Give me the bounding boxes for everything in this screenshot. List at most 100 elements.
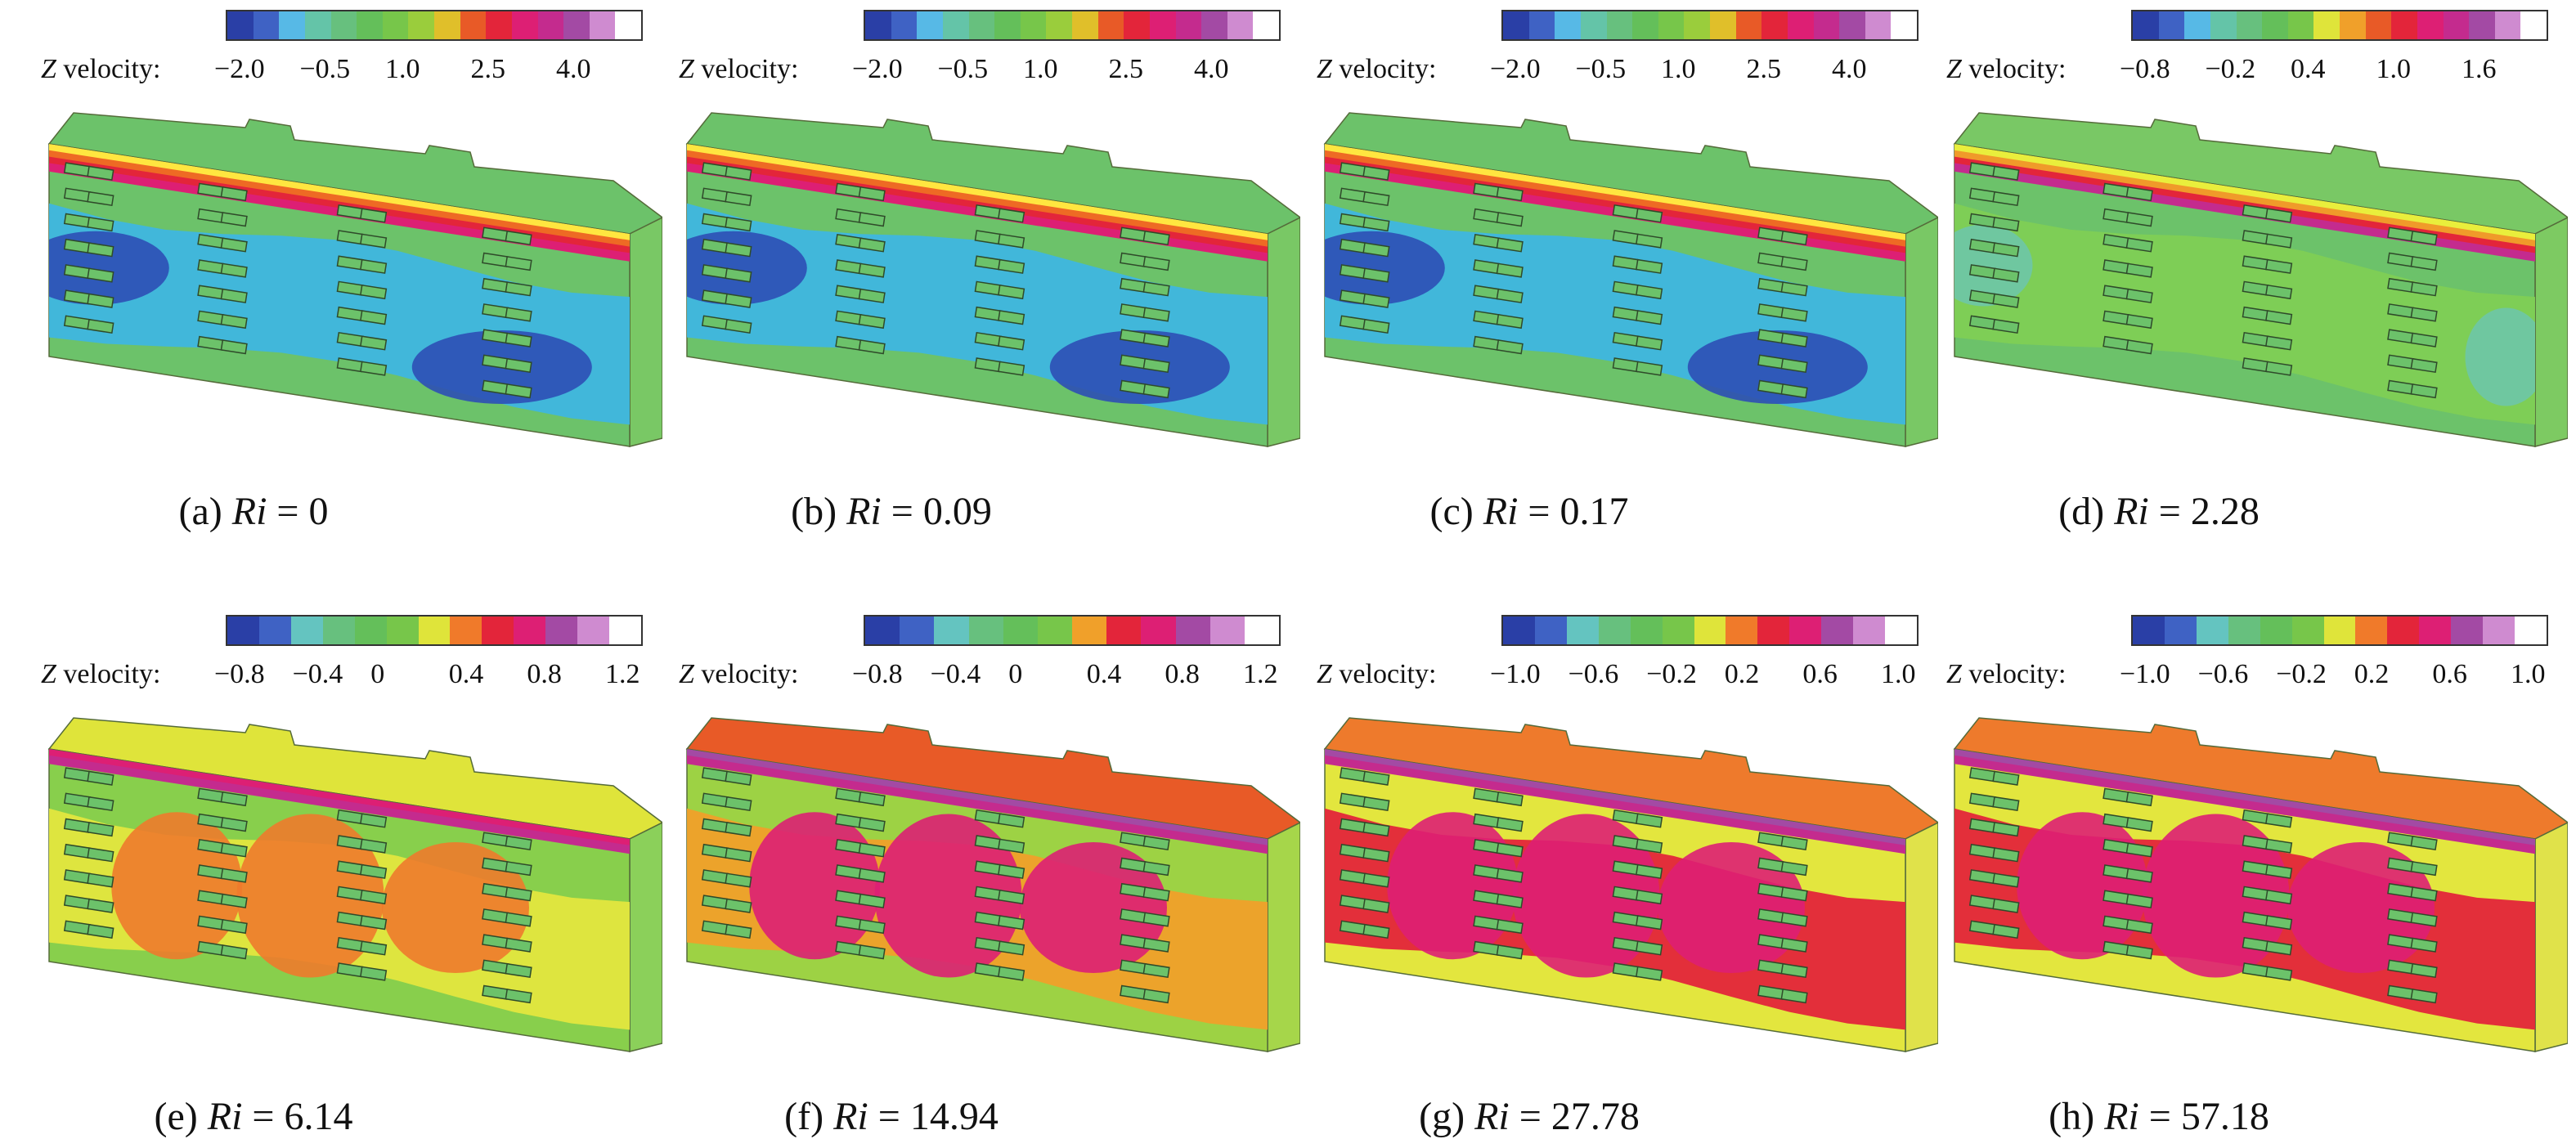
colorbar-tick-label: −0.4 — [930, 659, 981, 689]
colorbar-tick-label: −1.0 — [1490, 659, 1541, 689]
colorbar-tick-label: −0.2 — [2205, 54, 2256, 84]
colorbar-swatch — [1566, 617, 1599, 644]
window — [360, 889, 388, 905]
colorbar-swatch — [1534, 617, 1567, 644]
window — [2265, 940, 2293, 956]
window — [87, 847, 114, 863]
window — [858, 237, 886, 253]
window — [505, 281, 532, 297]
window — [2125, 944, 2153, 960]
legend-label-text: velocity: — [693, 54, 799, 84]
colorbar-tick-label: −0.2 — [2276, 659, 2327, 689]
window — [505, 937, 532, 953]
window — [2265, 208, 2293, 223]
colorbar-swatch — [279, 11, 305, 39]
colorbar-swatch — [1003, 617, 1038, 644]
colorbar-swatch — [1503, 617, 1535, 644]
window — [220, 262, 248, 278]
window — [220, 212, 248, 227]
window — [505, 886, 532, 902]
window — [998, 940, 1025, 956]
window — [2410, 989, 2438, 1004]
colorbar-tick-label: 0.4 — [2291, 54, 2326, 84]
window — [1142, 230, 1170, 246]
colorbar-swatch — [577, 617, 610, 644]
window — [2265, 233, 2293, 249]
window — [1992, 898, 2020, 913]
window — [360, 284, 388, 300]
colorbar-swatch — [1175, 617, 1210, 644]
window — [360, 258, 388, 274]
colorbar-swatch — [2451, 617, 2484, 644]
window — [725, 165, 752, 181]
legend-label-variable: Z — [41, 54, 56, 84]
colorbar-swatch — [2262, 11, 2288, 39]
window — [1362, 242, 1390, 258]
window — [220, 339, 248, 355]
colorbar-swatch — [1853, 617, 1886, 644]
legend-label: Z velocity: — [41, 659, 160, 690]
colorbar-swatch — [934, 617, 969, 644]
colorbar-tick-label: 0.8 — [527, 659, 562, 689]
colorbar-swatch — [357, 11, 383, 39]
building-side — [1905, 822, 1938, 1052]
colorbar-swatch — [1789, 617, 1822, 644]
window — [1142, 281, 1170, 297]
window — [2265, 889, 2293, 905]
legend-label-variable: Z — [1317, 54, 1332, 84]
building-side — [2534, 217, 2568, 447]
window — [1780, 989, 1808, 1004]
window — [1636, 233, 1663, 249]
window — [1142, 861, 1170, 877]
window — [2410, 307, 2438, 322]
window — [1636, 940, 1663, 956]
window — [858, 339, 886, 355]
window — [725, 217, 752, 232]
colorbar-swatch — [563, 11, 590, 39]
window — [220, 288, 248, 303]
window — [2410, 912, 2438, 927]
colorbar-tick-label: 0.8 — [1165, 659, 1200, 689]
caption-variable: Ri — [231, 490, 267, 533]
colorbar-swatch — [1891, 11, 1917, 39]
colorbar-swatch — [227, 617, 259, 644]
building-roof — [47, 717, 662, 840]
window — [1362, 165, 1390, 181]
colorbar-swatch — [2494, 11, 2521, 39]
window — [1496, 186, 1524, 202]
panel-caption: (c) Ri = 0.17 — [1317, 489, 1742, 534]
window — [87, 217, 114, 232]
window — [1780, 281, 1808, 297]
window — [220, 237, 248, 253]
window — [1780, 357, 1808, 374]
window — [1992, 847, 2020, 863]
building-contour-plot — [1323, 717, 1938, 1052]
colorbar-swatch — [2210, 11, 2237, 39]
window — [725, 923, 752, 939]
window — [725, 822, 752, 837]
caption-variable: Ri — [1483, 490, 1519, 533]
colorbar-swatch — [2313, 11, 2340, 39]
colorbar-swatch — [1072, 11, 1098, 39]
window — [2125, 791, 2153, 807]
window — [998, 915, 1025, 930]
colorbar-swatch — [434, 11, 460, 39]
window — [1636, 361, 1663, 376]
colorbar-swatch — [514, 617, 546, 644]
window — [858, 288, 886, 303]
legend-label: Z velocity: — [679, 659, 798, 690]
panel-caption: (g) Ri = 27.78 — [1317, 1094, 1742, 1139]
legend-label: Z velocity: — [41, 54, 160, 85]
window — [1780, 230, 1808, 246]
window — [505, 989, 532, 1004]
window — [2265, 361, 2293, 376]
window — [2265, 310, 2293, 325]
colorbar-swatch — [1227, 11, 1254, 39]
window — [220, 186, 248, 202]
colorbar-tick-label: 1.2 — [605, 659, 640, 689]
window — [2265, 915, 2293, 930]
window — [505, 383, 532, 399]
colorbar-swatch — [1658, 11, 1685, 39]
colorbar-swatch — [1555, 11, 1581, 39]
colorbar-swatch — [1839, 11, 1865, 39]
